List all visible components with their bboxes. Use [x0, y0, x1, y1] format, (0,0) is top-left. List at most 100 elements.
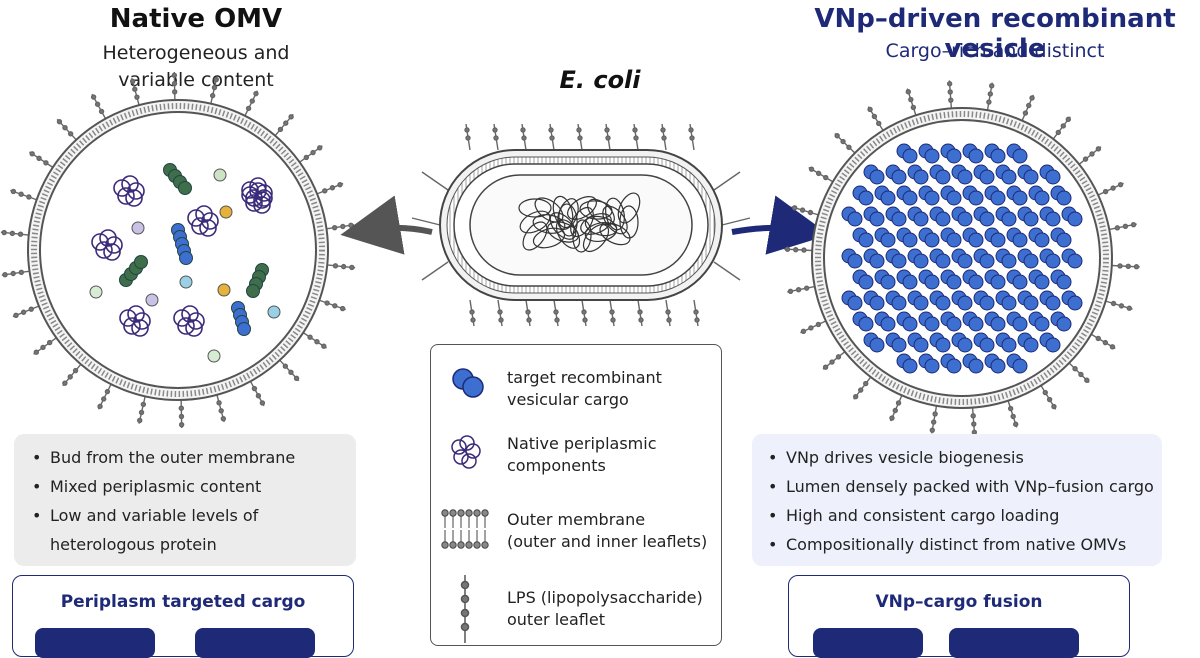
lps-bead [134, 94, 140, 100]
lps-bead [863, 380, 869, 387]
vnp-cargo [924, 148, 940, 164]
vnp-cargo [924, 358, 940, 374]
lps-bead [932, 411, 938, 417]
lps-bead [793, 246, 799, 253]
vnp-cargo [957, 211, 973, 227]
lps-bead [211, 84, 218, 91]
lps-bead [56, 118, 63, 125]
ecoli-lps-side [713, 171, 741, 191]
vnp-cargo [1067, 253, 1083, 269]
legend-item-periplasmic: Native periplasmic components [507, 433, 656, 477]
lps-bead [324, 300, 330, 306]
lps-bead [815, 170, 822, 177]
lps-bead [795, 287, 802, 293]
lps-bead [1013, 421, 1019, 427]
lps-bead [72, 367, 79, 374]
ecoli-lps-side [713, 261, 741, 281]
lps-bead [905, 89, 911, 95]
periplasmic-ring [127, 182, 145, 200]
lps-bead [13, 312, 19, 319]
small-component [219, 205, 233, 219]
vnp-feature: Compositionally distinct from native OMV… [766, 530, 1158, 559]
lps-bead [1029, 95, 1035, 101]
lps-bead [822, 364, 829, 370]
dna-loop [584, 221, 618, 243]
lps-bead [605, 135, 611, 141]
legend-item-membrane-line1: Outer membrane [507, 510, 646, 529]
vnp-cargo [880, 232, 896, 248]
small-component [207, 349, 221, 363]
lps-bead [1078, 371, 1084, 378]
lps-bead [1051, 403, 1057, 410]
vnp-cargo [869, 211, 885, 227]
lps-bead [46, 339, 53, 346]
lps-bead [1089, 151, 1095, 157]
vnp-cargo [935, 211, 951, 227]
lps-bead [1007, 405, 1014, 412]
lps-bead [1072, 366, 1078, 372]
vnp-cargo [869, 295, 885, 311]
lps-bead [216, 400, 222, 406]
native-omv-subtitle-line2: variable content [118, 69, 274, 91]
lps-bead [20, 309, 27, 315]
periplasmic-ring [105, 236, 123, 254]
lps-bead [892, 407, 898, 414]
vnp-cargo [891, 211, 907, 227]
lps-bead [132, 86, 138, 92]
vnp-cargo-fusion-tab-1 [813, 628, 923, 658]
periplasmic-ring [91, 233, 109, 251]
native-omv-vesicle [0, 72, 356, 428]
lps-bead [660, 127, 666, 133]
vnp-cargo [891, 337, 907, 353]
vnp-cargo [1012, 274, 1028, 290]
vnp-cargo [946, 232, 962, 248]
periplasmic-ring [123, 317, 141, 335]
vnp-cargo [1023, 253, 1039, 269]
lps-chain-icon [460, 575, 470, 643]
lps-bead [172, 89, 178, 95]
lps-bead [98, 108, 105, 115]
dna-loop [599, 222, 631, 246]
periplasmic-ring [133, 312, 151, 330]
vnp-cargo [902, 316, 918, 332]
vnp-vesicle-subtitle: Cargo–rich and distinct [885, 40, 1105, 62]
lps-bead [29, 151, 35, 157]
periplasmic-ring [191, 217, 209, 235]
lps-bead [213, 76, 219, 83]
vnp-cargo [979, 211, 995, 227]
vnp-cargo [880, 190, 896, 206]
dna-loop [580, 213, 612, 235]
vnp-cargo [1067, 295, 1083, 311]
vnp-cargo [990, 316, 1006, 332]
native-omv-subtitle: Heterogeneous and variable content [0, 40, 392, 94]
lps-bead [18, 191, 24, 197]
vnp-cargo [1001, 337, 1017, 353]
protein-bead [178, 181, 192, 195]
vnp-cargo [1034, 232, 1050, 248]
lps-bead [36, 155, 42, 162]
lps-bead [307, 334, 313, 340]
native-omv-feature-line2: heterologous protein [50, 535, 217, 554]
lps-bead [129, 78, 136, 84]
vnp-cargo [968, 232, 984, 248]
lps-bead [209, 92, 216, 99]
dna-loop [547, 221, 579, 243]
dna-loop [582, 223, 610, 253]
periplasmic-components-icon [451, 435, 481, 469]
lps-bead [464, 127, 470, 133]
vnp-cargo [935, 253, 951, 269]
lipid-head [465, 541, 473, 549]
periplasmic-ring [255, 184, 273, 202]
vnp-cargo [913, 253, 929, 269]
lps-bead [693, 309, 699, 315]
lps-bead [43, 160, 49, 166]
lps-bead [1022, 110, 1029, 116]
dna-loop [572, 219, 592, 253]
lps-bead [33, 349, 40, 355]
periplasmic-ring [117, 187, 135, 205]
vnp-cargo [1012, 148, 1028, 164]
lps-bead [340, 263, 347, 270]
lps-bead [986, 99, 992, 105]
lps-bead [946, 81, 953, 87]
lps-bead [1117, 181, 1124, 188]
